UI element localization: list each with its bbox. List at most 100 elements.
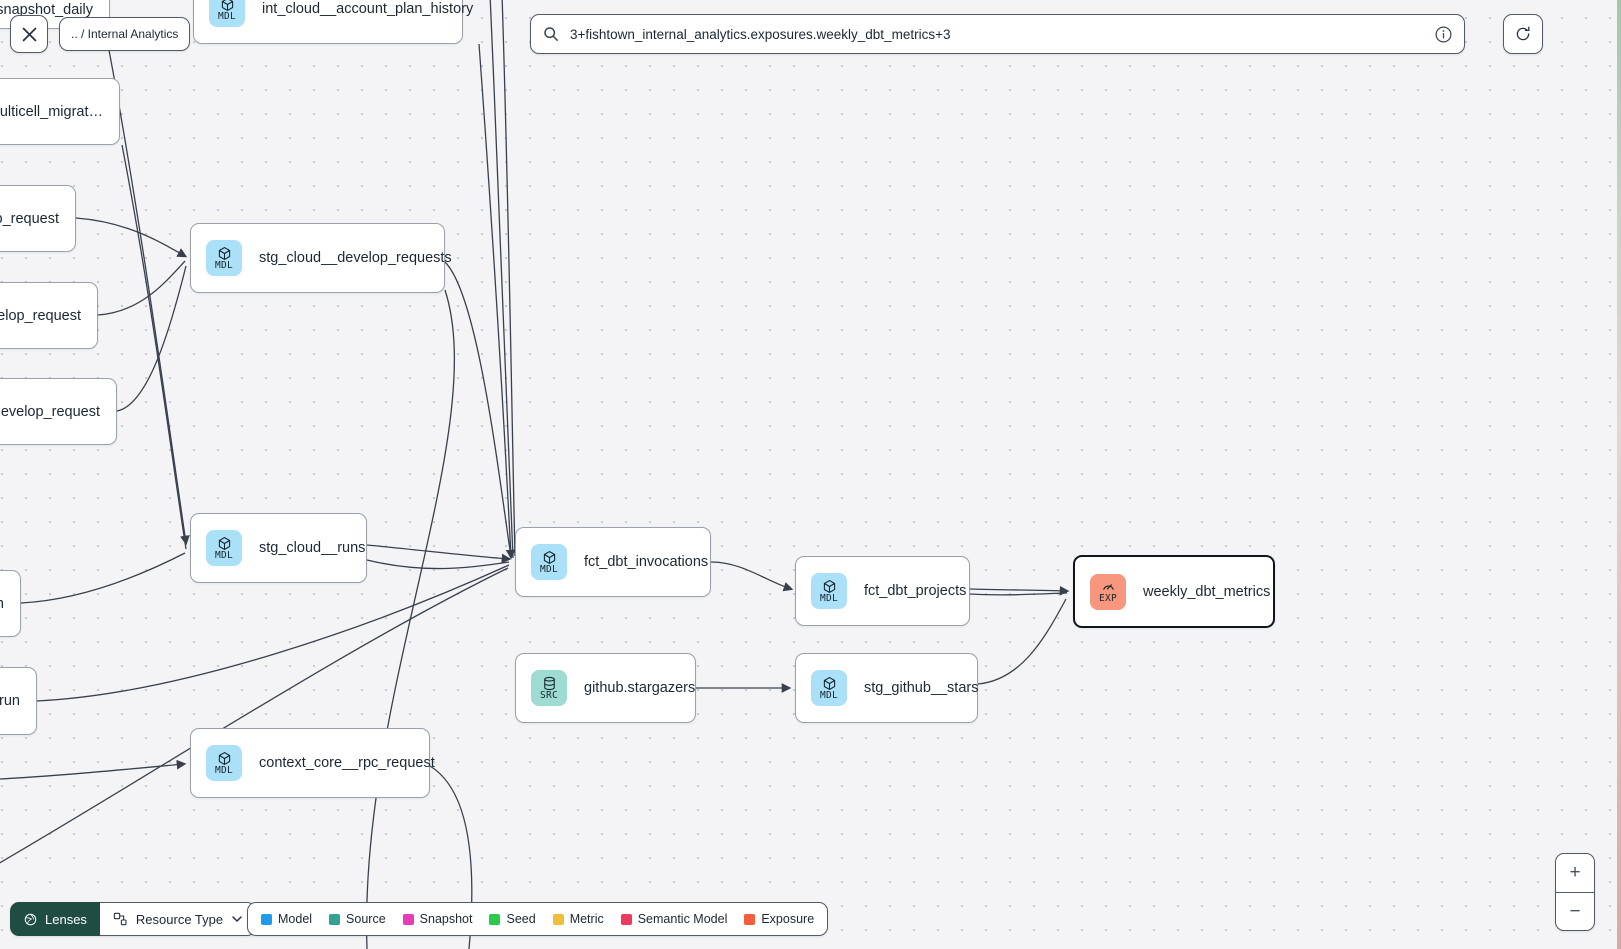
cube-icon xyxy=(221,0,233,11)
legend-item-seed: Seed xyxy=(489,912,536,926)
node-label: multicell_migrat… xyxy=(0,103,103,120)
graph-node-multicell_migrat[interactable]: multicell_migrat… xyxy=(0,78,120,145)
node-label: develop_request xyxy=(0,403,100,420)
info-icon[interactable] xyxy=(1435,25,1452,43)
graph-node-velop_request[interactable]: velop_request xyxy=(0,282,98,349)
graph-node-run[interactable]: run xyxy=(0,667,37,735)
lenses-toolbar: Lenses Resource Type xyxy=(10,902,257,936)
zoom-out-button[interactable]: − xyxy=(1556,893,1594,931)
graph-node-stg_cloud__develop_requests[interactable]: MDL stg_cloud__develop_requests xyxy=(190,223,452,293)
legend-swatch xyxy=(552,913,564,925)
graph-node-n[interactable]: n xyxy=(0,570,21,637)
cube-icon xyxy=(823,676,835,690)
legend-swatch xyxy=(402,913,414,925)
node-label: snapshot_daily xyxy=(0,1,93,18)
lineage-edge xyxy=(366,559,510,570)
legend-label: Seed xyxy=(506,912,536,926)
gauge-badge-EXP: EXP xyxy=(1090,573,1126,610)
legend-label: Metric xyxy=(569,912,604,926)
node-label: p_request xyxy=(0,210,59,227)
graph-node-stg_cloud__runs[interactable]: MDL stg_cloud__runs xyxy=(190,513,367,583)
cube-badge-MDL: MDL xyxy=(811,573,847,609)
lineage-edge xyxy=(501,0,516,557)
lineage-edge xyxy=(489,0,514,559)
legend-item-source: Source xyxy=(329,912,386,926)
lineage-edge xyxy=(36,564,510,702)
cube-icon xyxy=(218,246,230,260)
legend-swatch xyxy=(329,913,341,925)
legend-item-exposure: Exposure xyxy=(744,912,814,926)
node-label: github.stargazers xyxy=(584,680,696,696)
cube-icon xyxy=(823,579,835,593)
cube-badge-MDL: MDL xyxy=(811,670,847,706)
lineage-edge xyxy=(478,43,516,560)
legend-item-semantic-model: Semantic Model xyxy=(620,912,727,926)
node-label: int_cloud__account_plan_history xyxy=(262,1,474,17)
node-label: fct_dbt_projects xyxy=(864,583,967,599)
cube-badge-MDL: MDL xyxy=(531,544,567,580)
breadcrumb-label: .. / Internal Analytics xyxy=(71,27,179,41)
graph-node-p_request[interactable]: p_request xyxy=(0,185,76,252)
graph-node-fct_dbt_invocations[interactable]: MDL fct_dbt_invocations xyxy=(515,527,711,597)
node-label: run xyxy=(0,693,20,709)
resource-type-dropdown[interactable]: Resource Type xyxy=(99,902,257,936)
node-label: stg_cloud__develop_requests xyxy=(259,250,452,266)
cube-badge-MDL: MDL xyxy=(206,745,242,781)
lineage-edge xyxy=(977,598,1067,685)
legend-swatch xyxy=(489,913,501,925)
lenses-button[interactable]: Lenses xyxy=(10,902,100,936)
database-icon xyxy=(543,676,555,690)
legend-item-snapshot: Snapshot xyxy=(402,912,473,926)
graph-node-develop_request[interactable]: develop_request xyxy=(0,378,117,445)
legend-item-metric: Metric xyxy=(552,912,604,926)
resource-type-legend: Model Source Snapshot Seed Metric Semantic Mo… xyxy=(247,902,829,936)
legend-label: Model xyxy=(278,912,313,926)
close-button[interactable] xyxy=(10,15,48,53)
search-icon xyxy=(543,26,559,42)
refresh-button[interactable] xyxy=(1503,14,1543,54)
cube-icon xyxy=(543,550,555,564)
lineage-edge xyxy=(75,217,188,258)
cube-icon xyxy=(218,536,230,550)
zoom-in-button[interactable]: + xyxy=(1556,854,1594,892)
graph-node-int_cloud__account_plan_history[interactable]: MDL int_cloud__account_plan_history xyxy=(193,0,473,44)
lineage-edge xyxy=(0,759,187,780)
lineage-edge xyxy=(366,544,512,564)
legend-swatch xyxy=(620,913,632,925)
node-label: weekly_dbt_metrics xyxy=(1143,583,1271,600)
legend-label: Snapshot xyxy=(419,912,473,926)
node-label: context_core__rpc_request xyxy=(259,755,435,771)
search-input[interactable] xyxy=(568,25,1426,43)
cube-badge-MDL: MDL xyxy=(206,240,242,276)
legend-item-model: Model xyxy=(261,912,312,926)
node-label: stg_cloud__runs xyxy=(259,540,366,556)
legend-label: Exposure xyxy=(761,912,815,926)
close-icon xyxy=(22,27,37,42)
resource-type-label: Resource Type xyxy=(135,911,224,927)
breadcrumb[interactable]: .. / Internal Analytics xyxy=(59,17,191,51)
graph-node-fct_dbt_projects[interactable]: MDL fct_dbt_projects xyxy=(795,556,970,626)
lineage-edge xyxy=(444,261,512,558)
legend-swatch xyxy=(744,913,756,925)
graph-node-weekly_dbt_metrics[interactable]: EXP weekly_dbt_metrics xyxy=(1073,555,1275,628)
node-label: velop_request xyxy=(0,307,81,324)
cube-badge-MDL: MDL xyxy=(209,0,245,27)
refresh-icon xyxy=(1514,25,1532,43)
lineage-edge xyxy=(0,567,509,864)
lenses-label: Lenses xyxy=(45,911,87,927)
cube-badge-MDL: MDL xyxy=(206,530,242,566)
search-bar[interactable] xyxy=(530,14,1465,54)
chevron-down-icon xyxy=(231,913,243,925)
lineage-edge xyxy=(969,592,1068,596)
lineage-edge xyxy=(97,260,186,316)
lineage-edge xyxy=(116,265,187,412)
gauge-icon xyxy=(1102,584,1114,590)
node-label: fct_dbt_invocations xyxy=(584,554,709,570)
lenses-icon xyxy=(23,912,38,927)
zoom-controls: + − xyxy=(1555,853,1595,931)
node-label: n xyxy=(0,596,20,612)
graph-node-context_core__rpc_request[interactable]: MDL context_core__rpc_request xyxy=(190,728,435,798)
